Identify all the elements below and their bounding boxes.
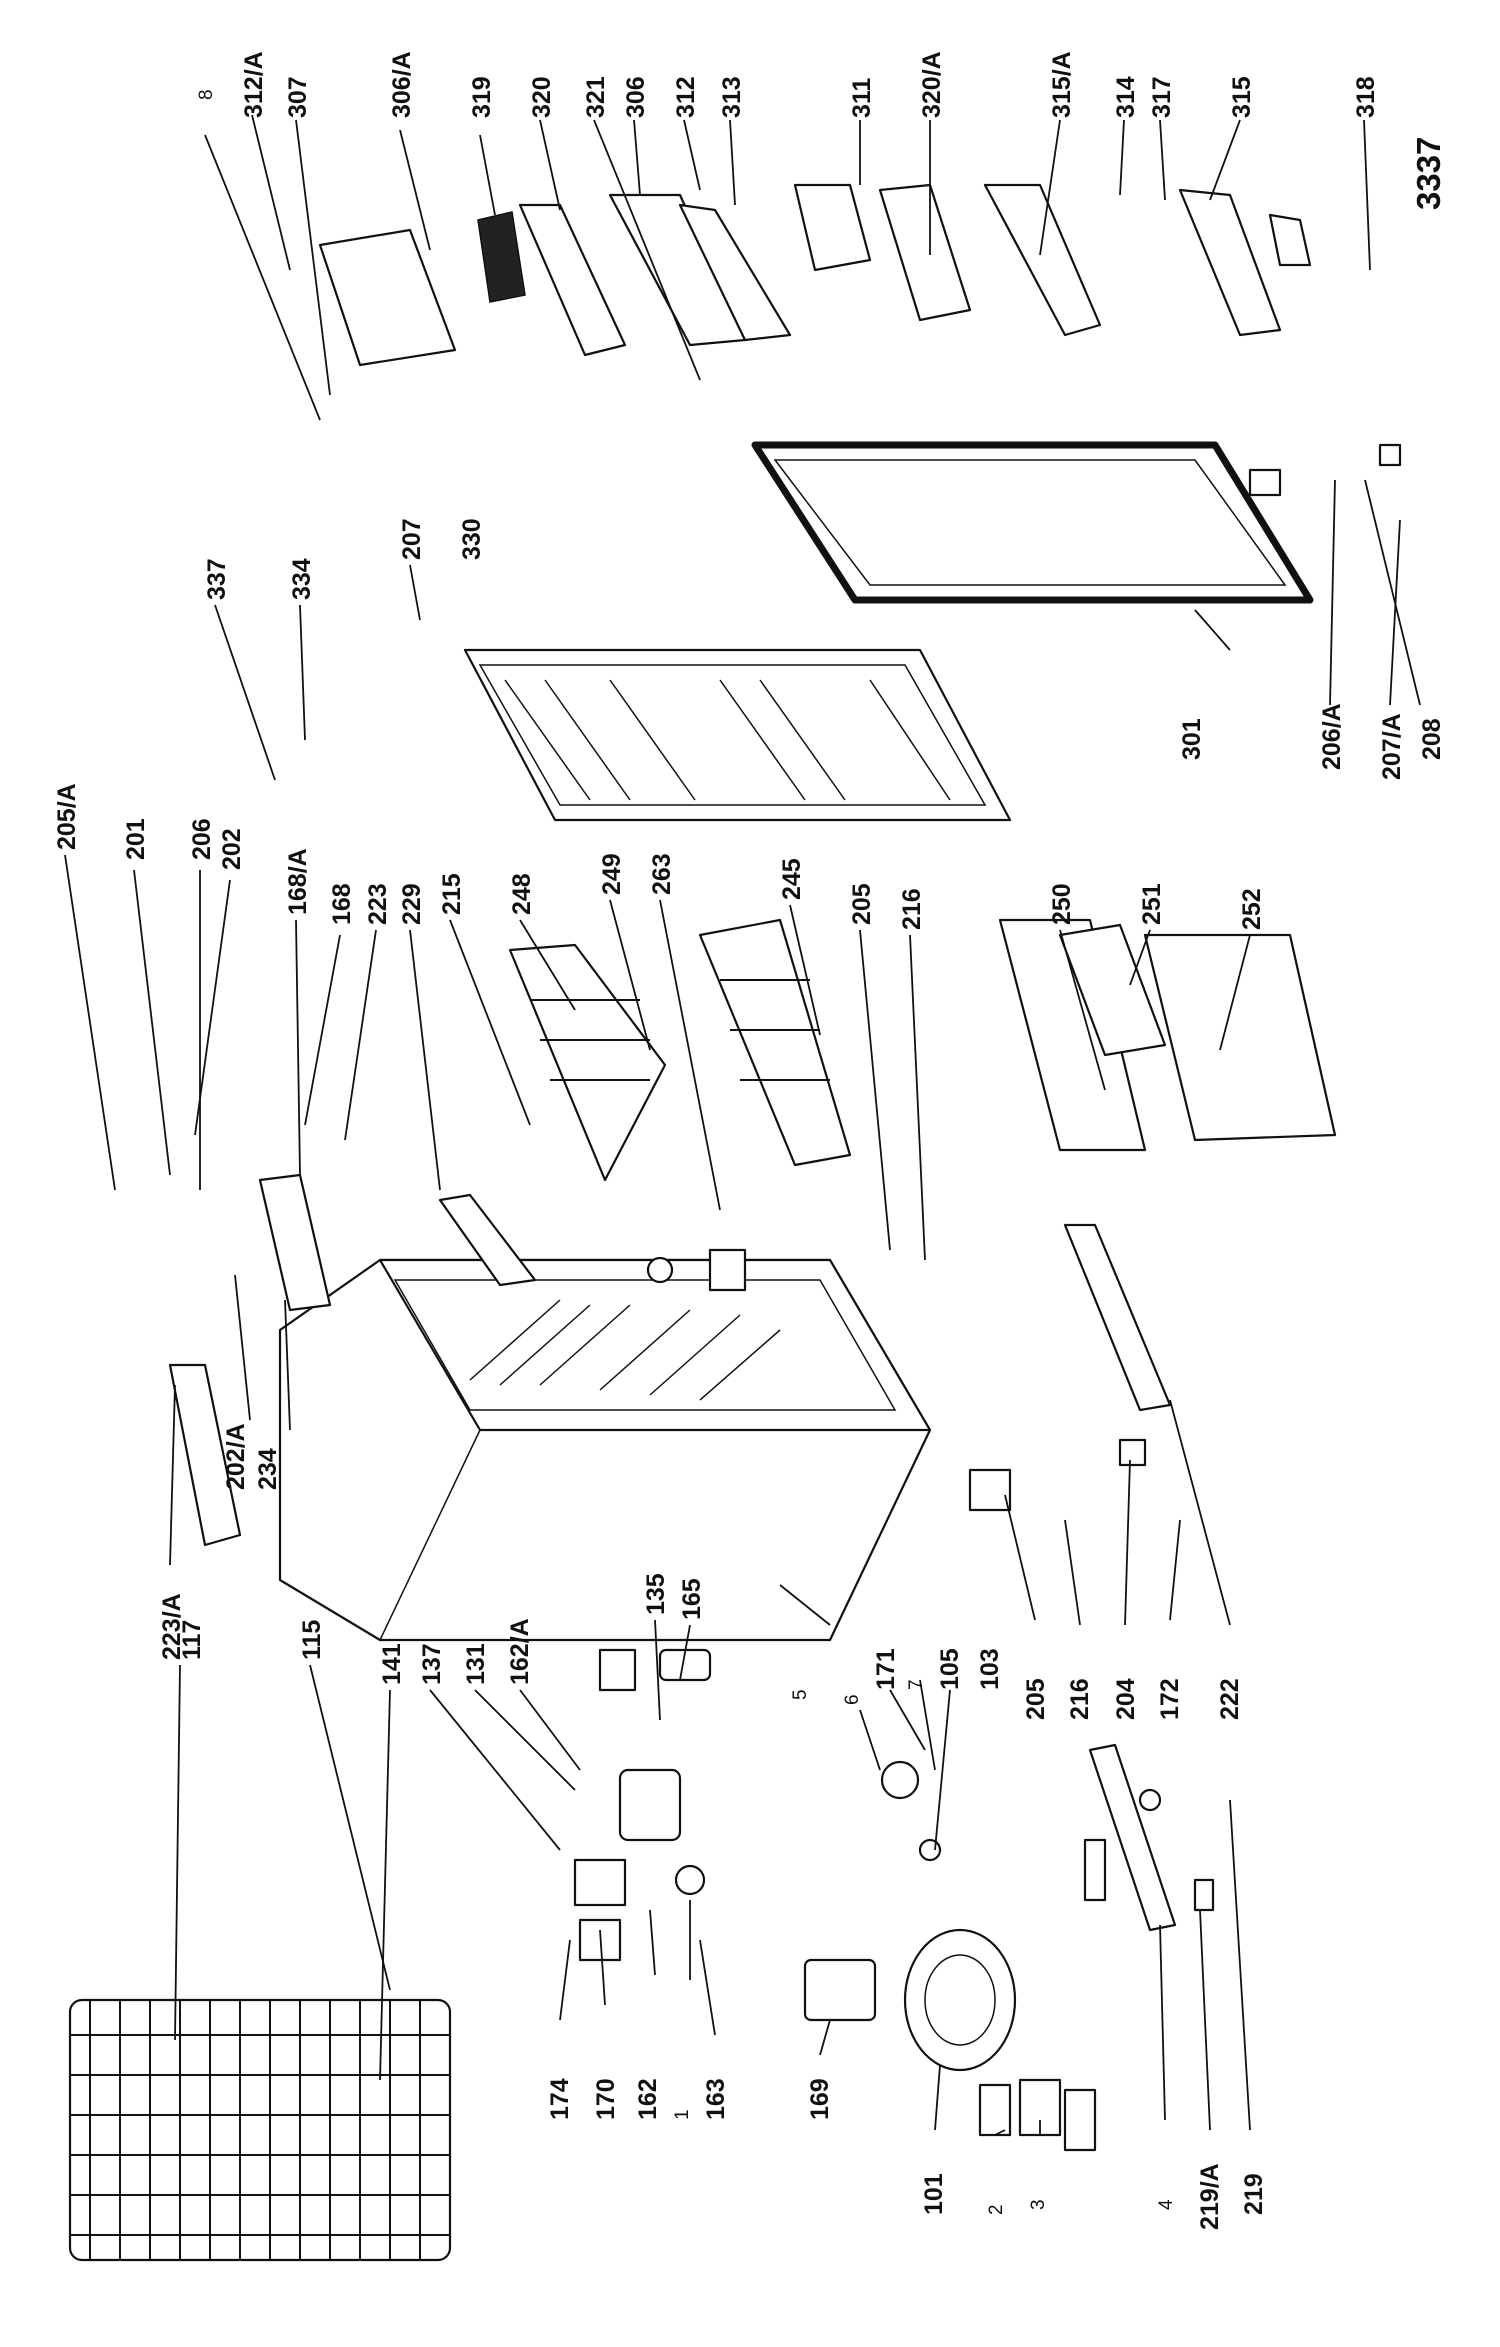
label-165: 165 [678,1578,706,1620]
part-labels: 8 312/A 307 306/A 319 320 321 306 312 31… [53,51,1447,2230]
label-215: 215 [438,873,466,915]
label-5: 5 [790,1689,811,1700]
label-1: 1 [672,2109,693,2120]
label-171: 171 [872,1648,900,1690]
label-219A: 219/A [1196,2163,1224,2230]
label-162A: 162/A [506,1618,534,1685]
label-320: 320 [528,76,556,118]
label-207A: 207/A [1378,713,1406,780]
label-131: 131 [462,1643,490,1685]
door-shelves [318,183,1312,367]
label-313: 313 [718,76,746,118]
label-172: 172 [1156,1678,1184,1720]
label-252: 252 [1238,888,1266,930]
label-263: 263 [648,853,676,895]
label-306A: 306/A [388,51,416,118]
label-223: 223 [364,883,392,925]
label-101: 101 [920,2173,948,2215]
label-4: 4 [1156,2199,1177,2210]
label-202A: 202/A [222,1423,250,1490]
rails [168,1173,1177,1932]
label-201: 201 [122,818,150,860]
label-317: 317 [1148,76,1176,118]
leader-lines [64,114,1421,2136]
label-3: 3 [1028,2199,1049,2210]
label-315: 315 [1228,76,1256,118]
label-312A: 312/A [240,51,268,118]
label-135: 135 [642,1573,670,1615]
compressor-101 [903,1928,1017,2072]
label-206A: 206/A [1318,703,1346,770]
label-222: 222 [1216,1678,1244,1720]
label-168A: 168/A [284,848,312,915]
label-206: 206 [188,818,216,860]
label-320A: 320/A [918,51,946,118]
label-337: 337 [203,558,231,600]
label-141: 141 [378,1643,406,1685]
label-8: 8 [196,89,217,100]
label-204: 204 [1112,1678,1140,1720]
label-248: 248 [508,873,536,915]
diagram-code: 3337 [1410,137,1447,210]
label-245: 245 [778,858,806,900]
label-311: 311 [848,78,876,118]
label-207: 207 [398,518,426,560]
door-gasket-301 [751,441,1314,604]
label-117-visible: 117 [178,1620,206,1660]
label-174: 174 [546,2078,574,2120]
label-216b: 216 [1066,1678,1094,1720]
label-234: 234 [254,1448,282,1490]
label-250: 250 [1048,883,1076,925]
label-223A: 223/A [158,1593,186,1660]
label-330: 330 [458,518,486,560]
label-312: 312 [672,76,700,118]
label-162: 162 [634,2078,662,2120]
label-249: 249 [598,853,626,895]
label-163: 163 [702,2078,730,2120]
label-314: 314 [1112,76,1140,118]
label-315A: 315/A [1048,51,1076,118]
label-205b: 205 [1022,1678,1050,1720]
label-202: 202 [218,828,246,870]
label-137: 137 [418,1643,446,1685]
label-205A: 205/A [53,783,81,850]
label-103: 103 [976,1648,1004,1690]
label-168: 168 [328,883,356,925]
crisper-drawer [998,918,1337,1152]
label-170: 170 [592,2078,620,2120]
label-306: 306 [622,76,650,118]
cabinet-body [278,1258,932,1642]
label-216: 216 [898,888,926,930]
label-301: 301 [1178,718,1206,760]
label-6: 6 [842,1694,863,1705]
door-330 [463,648,1012,822]
small-parts [573,443,1402,2152]
label-115: 115 [298,1620,326,1660]
label-318: 318 [1352,76,1380,118]
label-334: 334 [288,558,316,600]
label-219: 219 [1240,2173,1268,2215]
label-208: 208 [1418,718,1446,760]
wire-shelves [508,918,852,1182]
label-7: 7 [906,1679,927,1690]
label-2: 2 [986,2204,1007,2215]
label-205: 205 [848,883,876,925]
condenser-117 [68,1998,452,2262]
label-251: 251 [1138,883,1166,925]
label-105: 105 [936,1648,964,1690]
label-229: 229 [398,883,426,925]
label-307: 307 [284,76,312,118]
label-321: 321 [582,76,610,118]
label-169: 169 [806,2078,834,2120]
label-319: 319 [468,76,496,118]
